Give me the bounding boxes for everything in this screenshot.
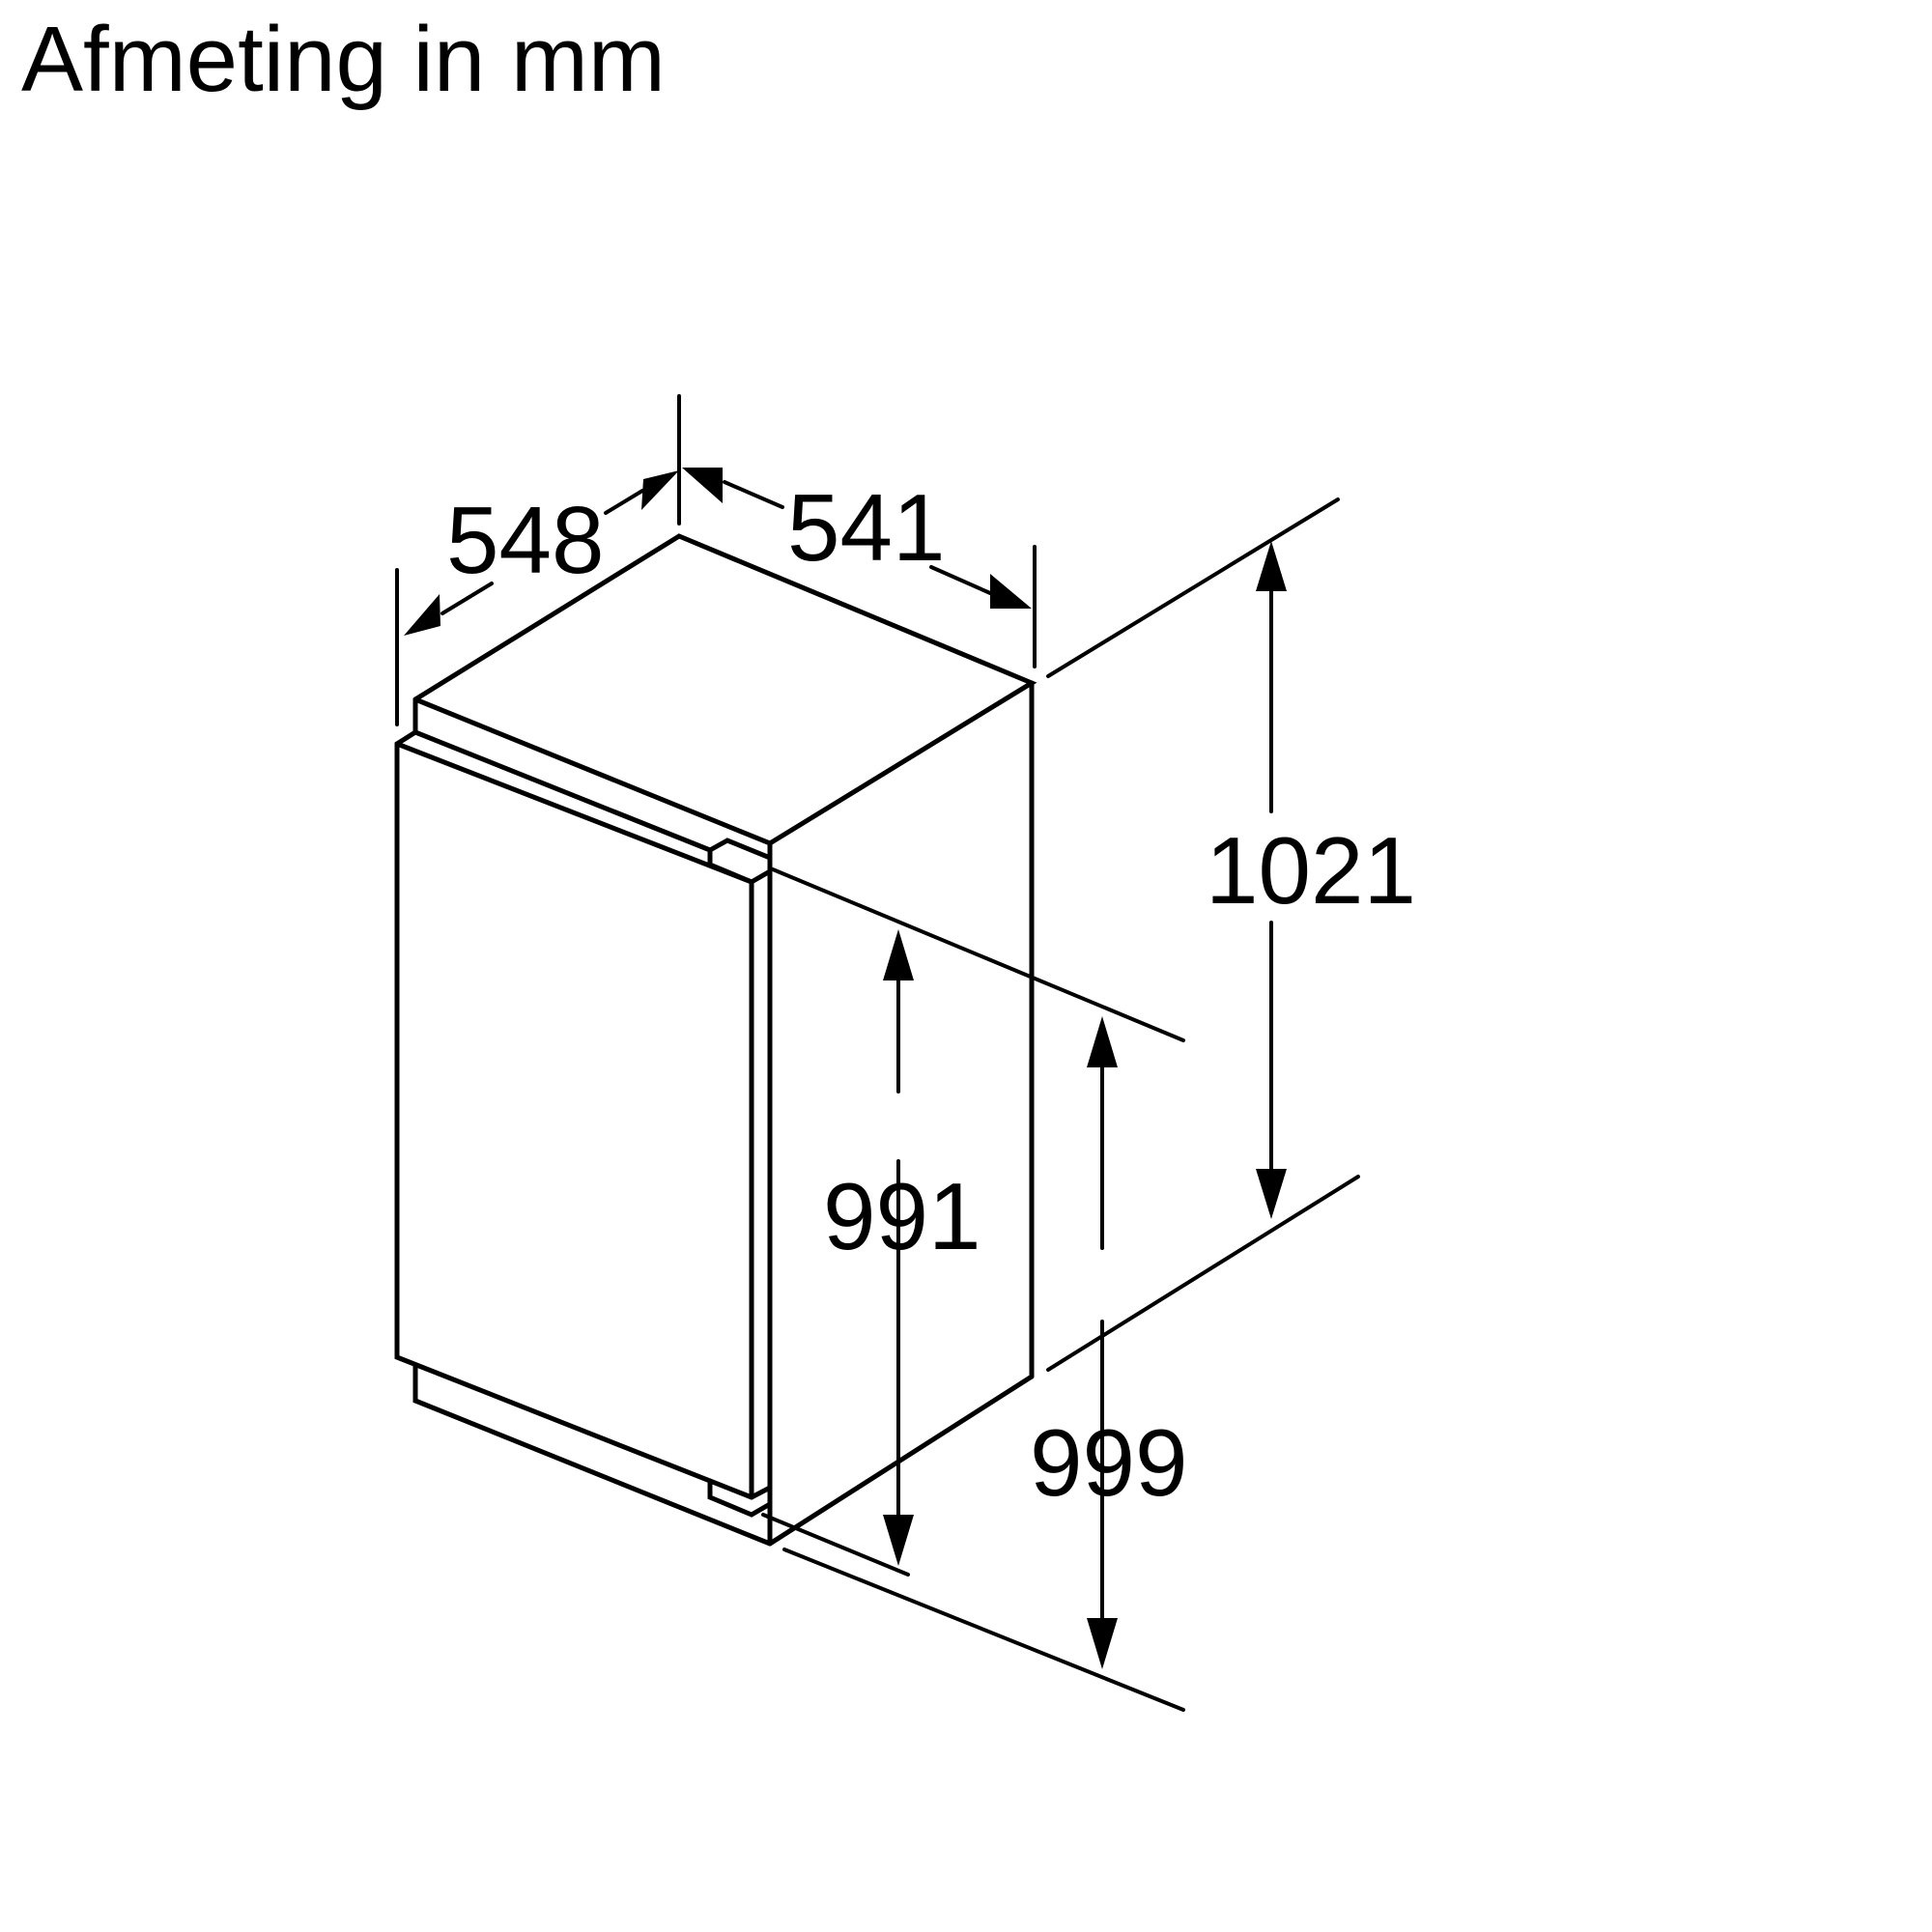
hinge-detail-bottom-join	[749, 1485, 773, 1500]
dimension-991: 991	[823, 929, 981, 1566]
arrowhead-548-upper	[641, 470, 679, 510]
plinth-outline	[412, 1362, 773, 1547]
dim-999-label: 999	[1030, 1409, 1188, 1516]
ext-floor	[782, 1548, 1185, 1712]
dim-1021-label: 1021	[1206, 817, 1416, 923]
dim-541-line-lower	[929, 565, 992, 595]
arrowhead-548-lower	[404, 594, 440, 636]
arrowhead-991-down	[883, 1515, 914, 1566]
ext-top-right	[1046, 497, 1340, 678]
ext-door-top	[771, 867, 1185, 1042]
arrowhead-541-upper	[682, 468, 723, 503]
dim-991-label: 991	[823, 1163, 981, 1269]
top-block-bottom-edge	[412, 729, 713, 853]
ext-bottom-right	[1046, 1175, 1360, 1372]
hinge-detail-top-cap	[707, 838, 773, 861]
dim-541-label: 541	[787, 474, 946, 581]
door-outline-left	[394, 729, 754, 1500]
dim-548-line-lower	[440, 582, 494, 615]
dim-548-label: 548	[446, 487, 605, 593]
hinge-detail-top-join	[749, 868, 773, 885]
dim-541-line-upper	[723, 480, 784, 509]
hinge-detail-bottom	[707, 1478, 773, 1518]
extension-lines	[395, 394, 1360, 1712]
arrowhead-999-up	[1087, 1016, 1118, 1067]
dim-548-line-upper	[604, 489, 644, 515]
page-title: Afmeting in mm	[21, 8, 666, 111]
dimension-1021: 1021	[1206, 541, 1416, 1219]
ext-door-bottom	[761, 1513, 910, 1577]
dimension-541: 541	[682, 468, 1032, 609]
door-top-edge	[394, 741, 754, 885]
right-bottom-edge	[767, 1374, 1035, 1547]
arrowhead-1021-up	[1256, 541, 1287, 591]
arrowhead-999-down	[1087, 1618, 1118, 1669]
appliance-body	[394, 533, 1037, 1547]
arrowhead-991-up	[883, 929, 914, 980]
arrowhead-1021-down	[1256, 1169, 1287, 1219]
dimension-999: 999	[1030, 1016, 1188, 1669]
dimension-548: 548	[404, 470, 679, 636]
arrowhead-541-lower	[990, 574, 1032, 609]
